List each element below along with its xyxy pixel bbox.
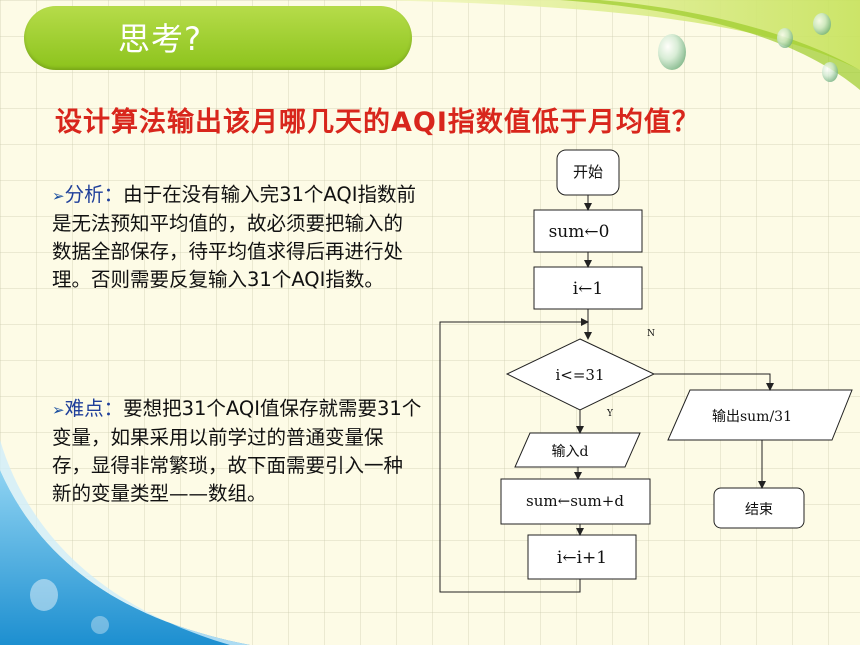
input-parallelogram [514, 432, 641, 468]
output-parallelogram [667, 389, 853, 441]
arrow-bullet-icon: ➢ [52, 401, 65, 419]
difficulty-paragraph: ➢难点：要想把31个AQI值保存就需要31个变量，如果采用以前学过的普通变量保存… [52, 395, 422, 508]
arrow-condition-to-output [654, 373, 774, 391]
loop-back-line [439, 318, 589, 593]
condition-label: i<=31 [555, 366, 604, 384]
init-i-box [533, 266, 643, 310]
accumulate-label: sum←sum+d [526, 492, 624, 510]
increment-label: i←i+1 [557, 548, 607, 568]
yes-label: Y [606, 409, 614, 419]
header-banner [24, 6, 412, 70]
init-sum-label: sum←0 [549, 222, 610, 242]
increment-box [527, 534, 637, 580]
start-label: 开始 [573, 163, 603, 181]
init-i-label: i←1 [573, 279, 604, 299]
no-label: N [647, 329, 655, 339]
init-sum-box [533, 209, 643, 253]
analysis-label: 分析： [64, 183, 124, 206]
difficulty-label: 难点： [64, 397, 124, 420]
accumulate-box [500, 478, 651, 525]
end-label: 结束 [745, 502, 773, 518]
analysis-text: 由于在没有输入完31个AQI指数前是无法预知平均值的，故必须要把输入的数据全部保… [52, 183, 417, 291]
input-label: 输入d [552, 444, 589, 460]
page-title: 思考? [118, 20, 202, 58]
arrow-bullet-icon: ➢ [52, 187, 65, 205]
analysis-paragraph: ➢分析：由于在没有输入完31个AQI指数前是无法预知平均值的，故必须要把输入的数… [52, 181, 422, 294]
question-heading: 设计算法输出该月哪几天的AQI指数值低于月均值？ [55, 107, 700, 138]
output-label: 输出sum/31 [712, 409, 792, 425]
difficulty-text: 要想把31个AQI值保存就需要31个变量，如果采用以前学过的普通变量保存，显得非… [52, 397, 422, 505]
